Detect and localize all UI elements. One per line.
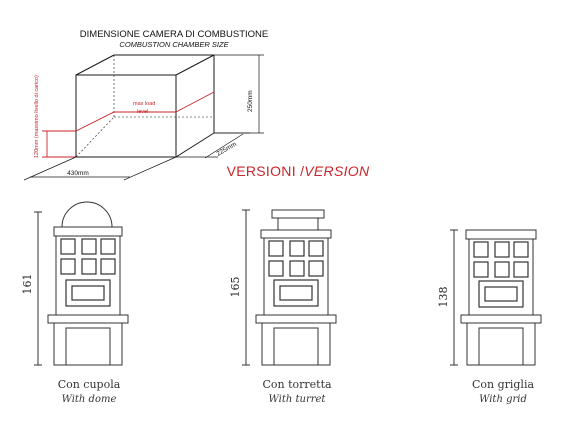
tile-grid-dome (60, 238, 116, 307)
chamber-width: 430mm (67, 170, 89, 177)
chamber-box (75, 54, 215, 158)
max-load-label-1: max load (133, 101, 155, 107)
chamber-depth: 225mm (216, 141, 238, 158)
max-load-side-label: 120mm (massimo livello di carico) (34, 75, 40, 158)
caption-dome-en: With dome (62, 394, 117, 405)
depth-dimension (176, 132, 250, 159)
caption-grid-en: With grid (479, 394, 527, 405)
max-load-level-line (42, 91, 215, 158)
chamber-title: DIMENSIONE CAMERA DI COMBUSTIONE (80, 29, 268, 40)
height-grid: 138 (437, 287, 450, 308)
height-turret: 165 (229, 277, 242, 298)
caption-turret-en: With turret (269, 394, 327, 405)
stove-with-dome (34, 201, 129, 366)
width-dimension (23, 156, 177, 181)
height-dimension (214, 54, 264, 134)
chamber-height: 250mm (247, 90, 254, 112)
chamber-subtitle: COMBUSTION CHAMBER SIZE (119, 40, 229, 49)
caption-dome-it: Con cupola (58, 378, 121, 391)
stove-with-grid (450, 229, 542, 366)
combustion-chamber-diagram: DIMENSIONE CAMERA DI COMBUSTIONE COMBUST… (23, 29, 268, 181)
height-dome: 161 (21, 274, 34, 295)
max-load-label-2: level (137, 109, 148, 115)
versions-title: VERSIONI /VERSION (227, 163, 370, 179)
versions-title-it: VERSIONI (227, 163, 296, 179)
caption-grid-it: Con griglia (472, 378, 535, 391)
versions-title-en: VERSION (304, 163, 370, 179)
stove-with-turret (242, 209, 337, 366)
tile-grid-grid (473, 241, 529, 308)
versions-title-separator: / (296, 163, 304, 179)
caption-turret-it: Con torretta (262, 378, 332, 391)
tile-grid-turret (268, 240, 324, 307)
